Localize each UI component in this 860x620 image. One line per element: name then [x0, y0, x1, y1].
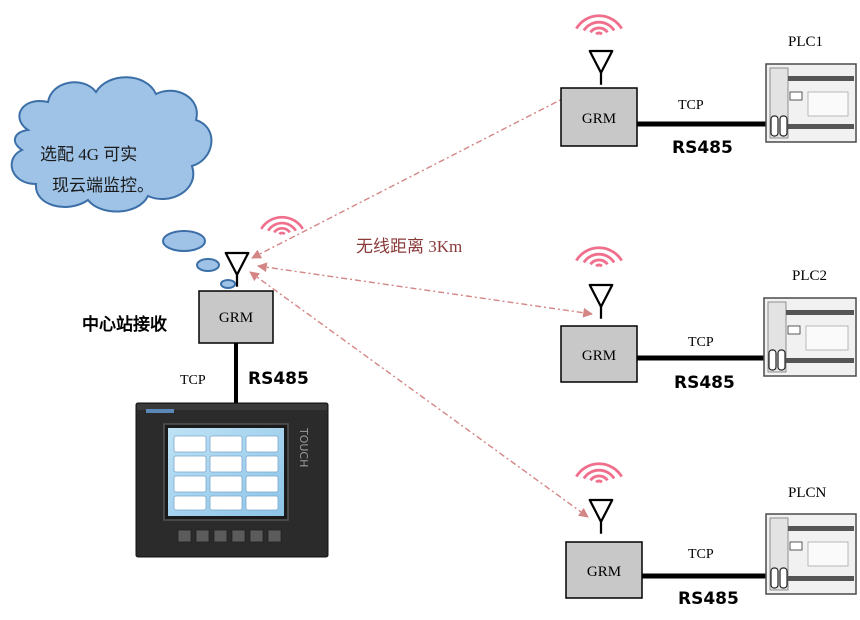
tcp-label-plcn: TCP — [688, 547, 714, 562]
grm-module-plcn — [565, 541, 643, 599]
tcp-label-center: TCP — [180, 373, 206, 388]
thought-bubble-small — [220, 279, 236, 289]
plc-device-plcn — [765, 513, 857, 595]
antenna-icon — [588, 49, 614, 87]
hmi-screen-tiles — [173, 435, 279, 511]
grm-module-plc2 — [560, 325, 638, 383]
grm-label-center: GRM — [219, 310, 253, 326]
antenna-icon — [588, 498, 614, 536]
grm-label-plc1: GRM — [582, 111, 616, 127]
grm-module-plc1 — [560, 87, 638, 147]
plc-label-plc2: PLC2 — [792, 268, 827, 284]
center-station: GRM 中心站接收 TCP RS485 — [82, 215, 329, 558]
link-plc2 — [257, 262, 593, 318]
wifi-signal-icon — [574, 462, 624, 484]
remote-node-plc1: GRM TCP RS485 PLC1 — [560, 14, 857, 158]
remote-node-plcn: GRM TCP RS485 PLCN — [565, 462, 857, 609]
rs485-label-plcn: RS485 — [678, 589, 739, 609]
radio-links — [249, 93, 593, 518]
cloud-text-line1: 选配 4G 可实 — [40, 145, 137, 164]
rs485-label-plc1: RS485 — [672, 138, 733, 158]
hmi-touch-panel: TOUCH — [135, 402, 329, 558]
hmi-brand-text: TOUCH — [297, 427, 310, 467]
center-station-label: 中心站接收 — [82, 314, 167, 335]
wifi-signal-icon — [259, 215, 305, 236]
plc-label-plcn: PLCN — [788, 485, 827, 501]
remote-node-plc2: GRM TCP RS485 PLC2 — [560, 246, 857, 393]
cloud-text-line2: 现云端监控。 — [52, 176, 154, 195]
tcp-label-plc1: TCP — [678, 98, 704, 113]
grm-label-plcn: GRM — [587, 564, 621, 580]
grm-label-plc2: GRM — [582, 348, 616, 364]
tcp-label-plc2: TCP — [688, 335, 714, 350]
grm-module-center — [198, 290, 274, 344]
thought-bubble-medium — [196, 258, 220, 272]
link-plc1 — [251, 93, 573, 259]
range-label: 无线距离 3Km — [356, 237, 462, 256]
rs485-label-center: RS485 — [248, 369, 309, 389]
hmi-function-keys — [177, 529, 282, 543]
rs485-label-plc2: RS485 — [674, 373, 735, 393]
antenna-icon — [588, 283, 614, 321]
plc-device-plc2 — [763, 297, 857, 377]
plc-label-plc1: PLC1 — [788, 34, 823, 50]
thought-bubble-large — [162, 230, 206, 252]
wifi-signal-icon — [574, 246, 624, 268]
plc-device-plc1 — [765, 63, 857, 143]
wifi-signal-icon — [574, 14, 624, 36]
hmi-brand-logo — [146, 409, 174, 413]
cloud-callout: 选配 4G 可实 现云端监控。 — [10, 76, 236, 289]
